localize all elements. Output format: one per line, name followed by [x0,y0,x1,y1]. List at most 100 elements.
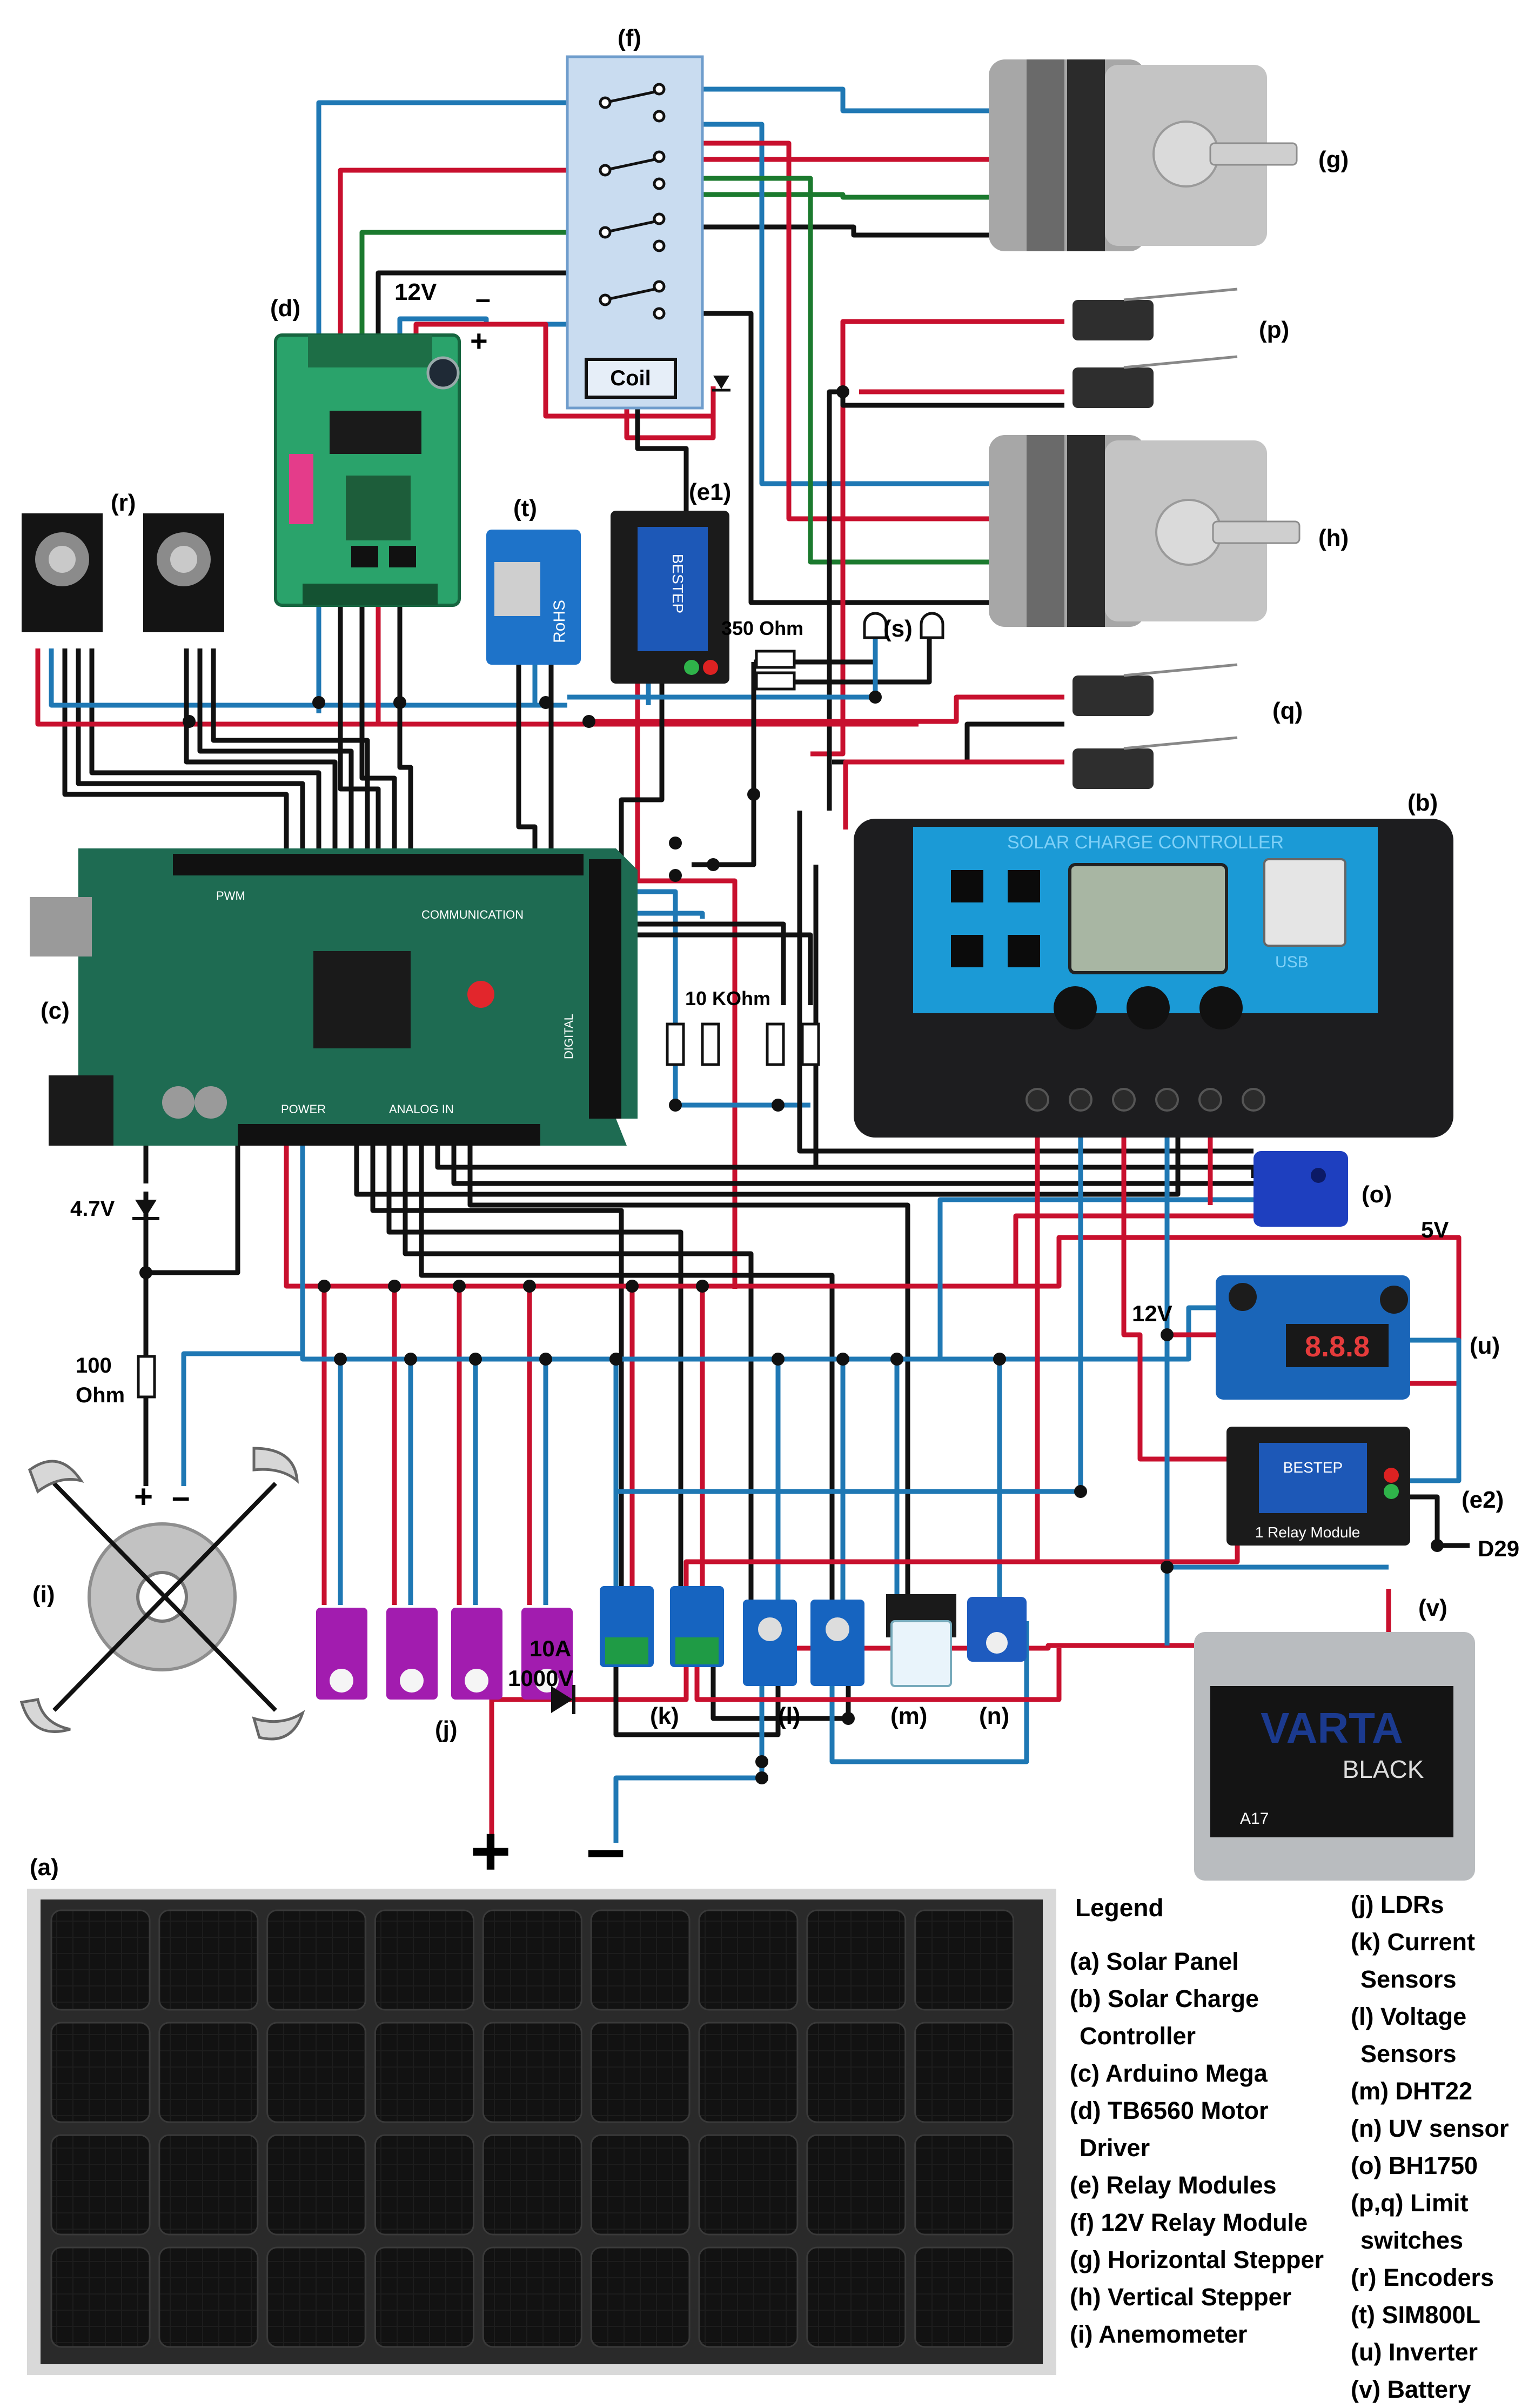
leds-s [863,612,944,639]
legend-item: (j) LDRs [1351,1891,1444,1918]
relay-module-e2: BESTEP 1 Relay Module [1226,1427,1410,1546]
wire-coil-black [635,400,689,513]
legend-item: Controller [1080,2022,1196,2050]
component-labels: (f) (g) (d) (p) (r) (t) (e1) (h) (s) (q)… [30,25,1504,1881]
voltage-sensors [743,1600,864,1686]
wire-sim-1 [516,665,538,854]
solar-cell [590,1909,691,2011]
wire-sense-blue2 [829,1621,1029,1764]
wire-analog-8 [467,1143,910,1600]
arduino-mega: PWM COMMUNICATION POWER ANALOG IN DIGITA… [30,848,638,1146]
wire-relay-stepper-h-black [670,311,989,605]
wire-limit-p-red [810,319,1064,757]
stepper-horizontal [989,59,1298,251]
limit-switches-p [1073,287,1238,408]
label-1000v: 1000V [508,1665,573,1691]
label-anem-plus: + [134,1479,153,1515]
solar-cell [914,1909,1015,2011]
mega-comm-label: COMMUNICATION [421,908,524,921]
label-ohm: Ohm [76,1383,125,1407]
mega-power-label: POWER [281,1102,326,1116]
solar-cell [266,2022,367,2123]
legend-item: (e) Relay Modules [1070,2171,1277,2199]
solar-cell [914,2134,1015,2236]
legend-item: (k) Current [1351,1928,1476,1956]
relay-coil-box [585,358,677,399]
junction-dots [139,385,1444,1784]
tb6560-driver [274,333,461,607]
resistors-10k [666,1022,820,1066]
label-r: (r) [111,490,136,516]
label-t: (t) [513,495,537,521]
battery-model: A17 [1240,1810,1269,1828]
wire-encoder-r3 [89,648,321,854]
legend-item: (m) DHT22 [1351,2077,1473,2105]
resistors-350 [755,650,796,691]
legend-item: (n) UV sensor [1351,2115,1509,2142]
label-driver-minus: – [475,284,491,314]
solar-cell [806,2022,907,2123]
wire-analog-3 [386,1143,683,1600]
wire-ctrl-t3 [1121,1105,1237,1462]
solar-cell [698,2022,799,2123]
controller-title: SOLAR CHARGE CONTROLLER [1007,832,1284,853]
solar-cell [158,2022,259,2123]
wire-sense-blue1 [613,1686,765,1837]
wire-limit-q-red [589,694,1064,724]
solar-cell [266,2246,367,2348]
wire-encoder-r8 [211,648,370,854]
label-u: (u) [1470,1333,1500,1359]
panel-diode [551,1685,575,1714]
wire-gnd-rail [300,1143,1248,1362]
label-l: (l) [778,1703,801,1729]
encoders [22,513,224,632]
solar-panel [27,1889,1056,2375]
wire-analog-2 [370,1143,624,1600]
solar-cell [50,2134,151,2236]
solar-cell [266,2134,367,2236]
solar-cell [482,1909,582,2011]
battery-brand: VARTA [1261,1704,1403,1752]
solar-cell [590,2246,691,2348]
wire-encoder-r6 [184,648,338,854]
wire-encoder-r7 [197,648,354,854]
label-p: (p) [1259,317,1289,343]
wire-analog-6 [435,1143,1256,1178]
coil-label: Coil [610,366,651,390]
zener-diode [132,1200,159,1220]
battery: VARTA BLACK A17 [1194,1632,1475,1881]
label-d: (d) [270,295,300,322]
bh1750-sensor [1254,1151,1348,1227]
wire-zener [143,1140,357,1183]
resistor-100-ohm [137,1355,156,1399]
legend-item: switches [1360,2226,1464,2254]
label-zener: 4.7V [70,1197,115,1221]
label-e2: (e2) [1462,1487,1504,1513]
label-5v: 5V [1421,1217,1449,1242]
dht22-sensor [886,1594,956,1687]
wire-ctrl-t2 [616,1105,1083,1494]
solar-cell [482,2022,582,2123]
wire-anem-sig [146,1143,240,1275]
stepper-vertical [989,435,1301,627]
label-f: (f) [618,25,641,51]
label-panel-plus: + [470,1811,511,1890]
mega-analog-label: ANALOG IN [389,1102,454,1116]
solar-cell [158,1909,259,2011]
solar-cell [914,2246,1015,2348]
legend-item: Sensors [1360,2040,1457,2068]
mega-pwm-label: PWM [216,889,245,902]
wire-bh1750-4 [1013,1213,1254,1286]
wire-encoder-r1 [62,648,289,854]
controller-usb: USB [1275,953,1309,971]
legend-item: (l) Voltage [1351,2003,1467,2030]
label-e1: (e1) [689,479,731,505]
solar-cell [482,2134,582,2236]
wire-10k-3 [611,921,786,1005]
inverter-display: 8.8.8 [1305,1330,1370,1363]
solar-cell [374,2246,474,2348]
wire-analog-4 [403,1143,754,1600]
wire-relay-stepper-h-blue [670,122,989,486]
solar-cell [698,1909,799,2011]
